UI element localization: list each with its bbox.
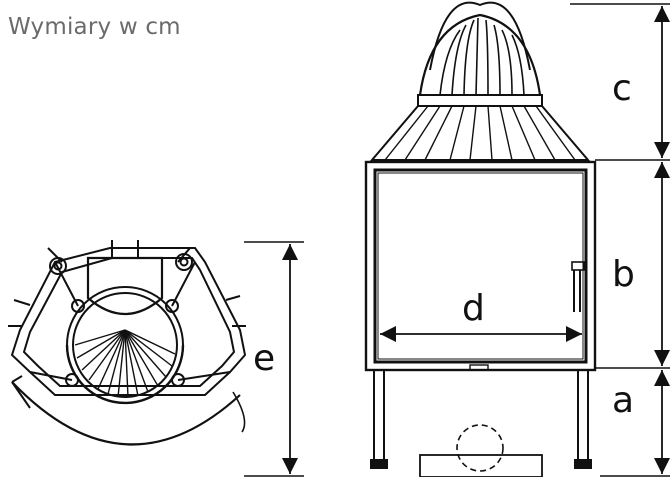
front-view — [364, 1, 597, 477]
dim-label-c: c — [612, 68, 632, 109]
dim-label-e: e — [253, 338, 275, 379]
dim-label-a: a — [612, 380, 634, 421]
dim-label-d: d — [462, 288, 485, 329]
dimension-lines — [244, 3, 670, 477]
page-title: Wymiary w cm — [8, 14, 181, 40]
dim-label-b: b — [612, 254, 635, 295]
top-view — [8, 240, 247, 446]
